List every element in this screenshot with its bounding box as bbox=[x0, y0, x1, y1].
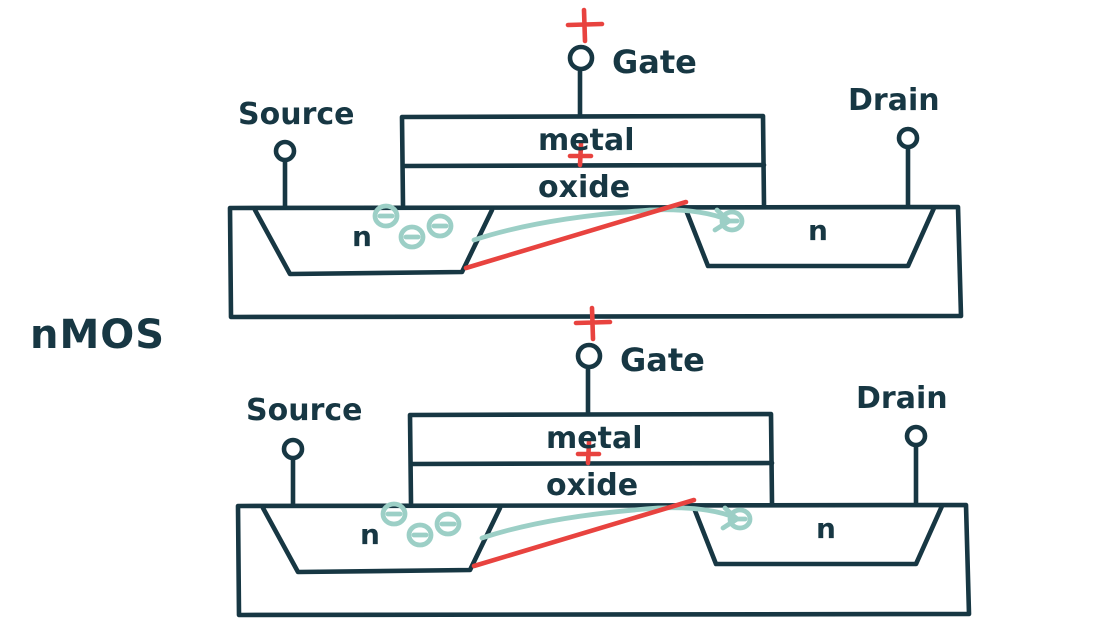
drain-region-label: n bbox=[808, 214, 828, 247]
drain-region-label: n bbox=[816, 512, 836, 545]
transistor-bottom: Source Drain Gate metal oxide n n bbox=[238, 308, 969, 615]
source-region-label: n bbox=[360, 518, 380, 551]
source-label: Source bbox=[246, 393, 363, 428]
metal-label: metal bbox=[538, 123, 634, 158]
gate-label: Gate bbox=[620, 341, 705, 379]
gate-label: Gate bbox=[612, 43, 697, 81]
metal-label: metal bbox=[546, 421, 642, 456]
source-region-label: n bbox=[352, 220, 372, 253]
drain-label: Drain bbox=[856, 381, 948, 416]
oxide-label: oxide bbox=[538, 170, 630, 205]
diagram-title: nMOS bbox=[30, 312, 166, 358]
drain-label: Drain bbox=[848, 83, 940, 118]
oxide-label: oxide bbox=[546, 468, 638, 503]
transistor-top: Source Drain Gate metal oxide n n bbox=[230, 10, 961, 317]
source-label: Source bbox=[238, 97, 355, 132]
